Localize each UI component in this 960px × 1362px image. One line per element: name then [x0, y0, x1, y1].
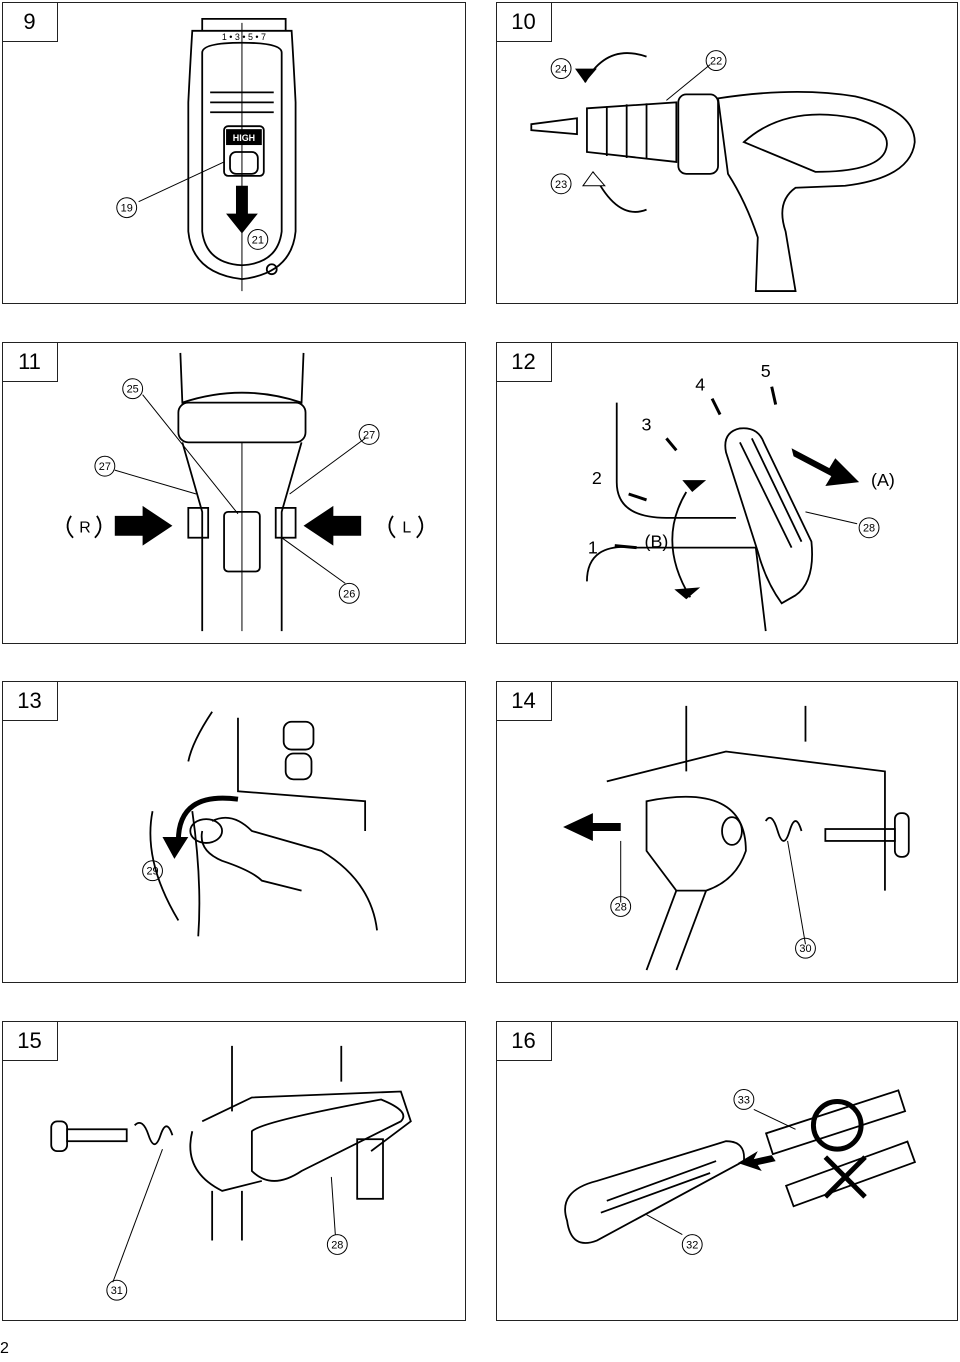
callout-21: 21: [252, 234, 264, 246]
callout-23: 23: [555, 179, 567, 191]
figure-number: 13: [3, 682, 58, 721]
direction-a-label: (A): [871, 470, 895, 490]
callout-28: 28: [615, 901, 627, 913]
figure-number: 12: [497, 343, 552, 382]
callout-32: 32: [686, 1239, 698, 1251]
handle-removal-illustration: 29: [142, 711, 378, 937]
figure-14: 14 28 30: [496, 681, 958, 983]
figure-9: 9 HIGH 1 • 3 • 5 • 7 19 21: [2, 2, 466, 304]
figure-number: 14: [497, 682, 552, 721]
direction-b-label: (B): [645, 532, 669, 552]
figure-16: 16 33 32: [496, 1021, 958, 1321]
handle-spring-illustration: 28 30: [563, 705, 910, 971]
callout-25: 25: [127, 384, 139, 396]
figure-13: 13 29: [2, 681, 466, 983]
bit-holder-illustration: 33 32: [564, 1089, 917, 1255]
callout-27-right: 27: [363, 429, 375, 441]
position-3: 3: [642, 414, 652, 434]
figure-15: 15 31 28: [2, 1021, 466, 1321]
callout-24: 24: [555, 64, 567, 76]
figure-11: 11 R L 25 27 27 26: [2, 342, 466, 644]
callout-22: 22: [710, 56, 722, 68]
switch-label: HIGH: [233, 133, 255, 143]
figure-number: 15: [3, 1022, 58, 1061]
position-4: 4: [695, 375, 705, 395]
position-1: 1: [588, 538, 598, 558]
figure-12: 12 1 2 3 4 5 (A) (B) 28: [496, 342, 958, 644]
forward-symbol: L: [402, 520, 411, 537]
callout-27-left: 27: [99, 461, 111, 473]
speed-scale: 1 • 3 • 5 • 7: [222, 32, 266, 42]
callout-33: 33: [738, 1094, 750, 1106]
callout-26: 26: [343, 588, 355, 600]
callout-31: 31: [111, 1285, 123, 1297]
callout-28: 28: [863, 523, 875, 535]
page-number: 2: [0, 1340, 9, 1357]
forward-reverse-switch-illustration: R L 25 27 27 26: [66, 352, 424, 632]
drill-top-view-illustration: HIGH 1 • 3 • 5 • 7 19 21: [116, 18, 297, 292]
callout-29: 29: [146, 866, 158, 878]
handle-reassembly-illustration: 31 28: [50, 1045, 412, 1301]
reverse-symbol: R: [79, 520, 90, 537]
figure-number: 10: [497, 3, 552, 42]
figure-number: 11: [3, 343, 58, 382]
position-5: 5: [761, 361, 771, 381]
callout-30: 30: [799, 943, 811, 955]
figure-number: 9: [3, 3, 58, 42]
figure-10: 10 24 22 23: [496, 2, 958, 304]
callout-28: 28: [331, 1239, 343, 1251]
position-2: 2: [592, 468, 602, 488]
side-handle-position-illustration: 1 2 3 4 5 (A) (B) 28: [586, 361, 895, 632]
drill-side-view-illustration: 24 22 23: [530, 50, 916, 292]
callout-19: 19: [121, 203, 133, 215]
figure-number: 16: [497, 1022, 552, 1061]
